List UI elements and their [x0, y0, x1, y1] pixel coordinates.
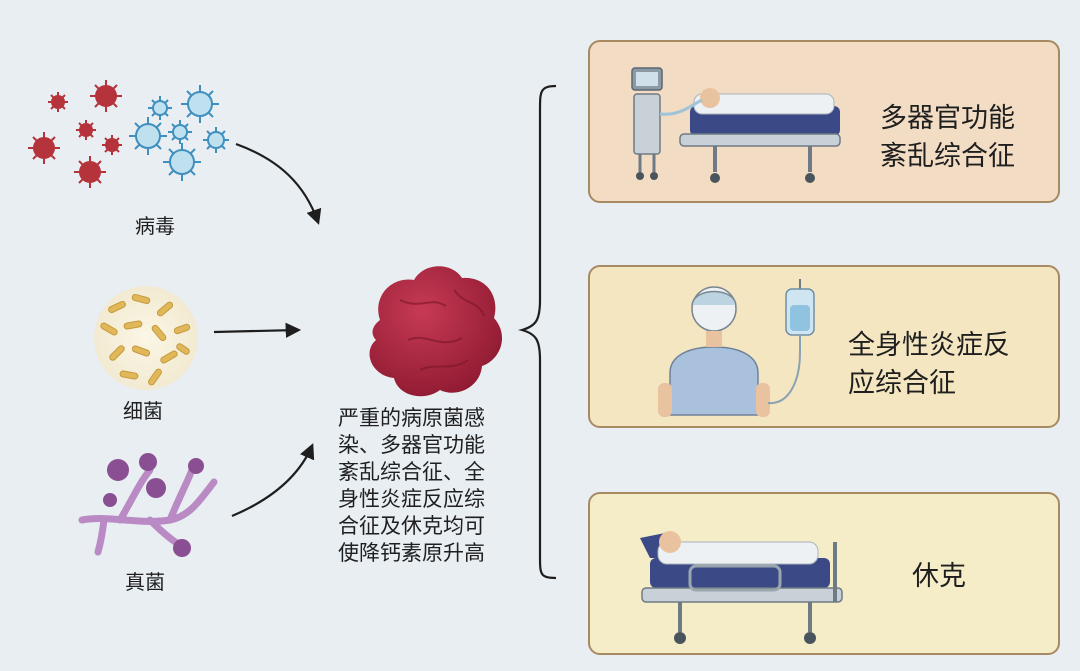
- outcome-box-sirs: 全身性炎症反 应综合征: [588, 265, 1060, 428]
- fungus-label: 真菌: [125, 570, 165, 594]
- outcome-box-mods: 多器官功能 紊乱综合征: [588, 40, 1060, 203]
- center-explanation: 严重的病原菌感 染、多器官功能 紊乱综合征、全 身性炎症反应综 合征及休克均可 …: [338, 406, 485, 565]
- arrow-virus: [235, 142, 322, 225]
- arrow-bacteria: [213, 322, 302, 338]
- icu-bed-icon: [631, 67, 841, 183]
- outcome-label-sirs: 全身性炎症反 应综合征: [848, 330, 1010, 399]
- arrow-fungus: [231, 443, 315, 518]
- outcome-box-shock: 休克: [588, 492, 1060, 655]
- virus-illustration: [28, 80, 229, 188]
- fungus-illustration: [78, 453, 218, 557]
- patient-iv-icon: [658, 279, 815, 417]
- outcome-label-mods: 多器官功能 紊乱综合征: [880, 103, 1015, 172]
- outcome-label-shock: 休克: [912, 561, 966, 592]
- tissue-illustration: [369, 266, 503, 397]
- bacteria-label: 细菌: [123, 399, 163, 423]
- hospital-bed-icon: [640, 531, 843, 644]
- virus-label: 病毒: [135, 214, 175, 238]
- brace: [518, 84, 557, 580]
- bacteria-illustration: [94, 286, 198, 390]
